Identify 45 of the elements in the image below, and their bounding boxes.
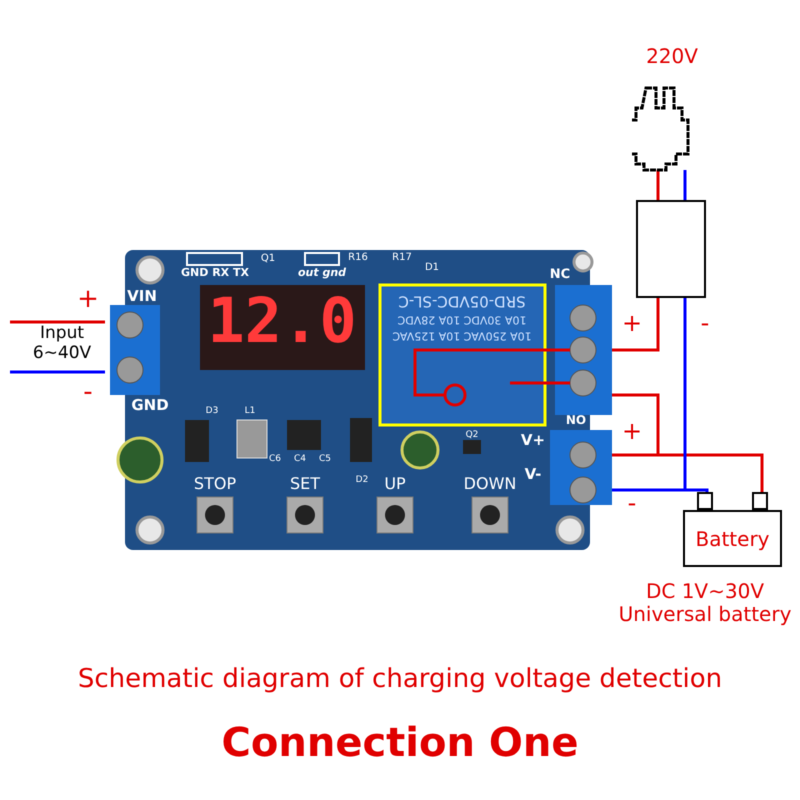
component-label: C6 bbox=[269, 454, 281, 464]
button-label: STOP bbox=[194, 475, 236, 494]
terminal-label: VIN bbox=[127, 288, 157, 306]
polarity-sign: - bbox=[83, 378, 93, 408]
terminal-label: NC bbox=[550, 268, 570, 283]
input-label: Input 6~40V bbox=[32, 324, 92, 364]
button-label: SET bbox=[290, 475, 320, 494]
component-label: L1 bbox=[244, 406, 256, 416]
charger-box bbox=[636, 200, 706, 298]
component-label: C5 bbox=[319, 454, 331, 464]
component-label: Q2 bbox=[466, 430, 478, 440]
node-label: Battery bbox=[695, 526, 770, 550]
component-label: Q1 bbox=[260, 253, 276, 264]
caption-text: 220V bbox=[646, 45, 698, 68]
wire bbox=[10, 370, 105, 374]
relay-marking: SRD-05VDC-SL-C bbox=[398, 292, 526, 310]
polarity-sign: + bbox=[77, 285, 99, 315]
button-label: UP bbox=[384, 475, 406, 494]
terminal-label: V+ bbox=[520, 432, 546, 450]
wire bbox=[684, 170, 686, 200]
terminal-label: GND bbox=[131, 397, 169, 414]
relay-marking: 10A 250VAC 10A 125VAC bbox=[392, 329, 532, 342]
wire bbox=[612, 298, 660, 352]
wire bbox=[656, 170, 660, 200]
title-text: Connection One bbox=[222, 720, 578, 766]
caption-text: DC 1V~30V Universal battery bbox=[618, 580, 792, 626]
polarity-sign: + bbox=[622, 418, 642, 446]
relay-marking: 10A 30VDC 10A 28VDC bbox=[398, 313, 526, 326]
component-label: D3 bbox=[206, 406, 218, 416]
wire bbox=[10, 320, 105, 324]
component-label: C4 bbox=[294, 454, 306, 464]
digit-display: 12.0 bbox=[207, 285, 357, 356]
component-label: D2 bbox=[356, 475, 368, 486]
component-label: R17 bbox=[392, 252, 412, 264]
pin-label: out gnd bbox=[298, 267, 346, 280]
component-label: D1 bbox=[424, 262, 440, 274]
component-label: R16 bbox=[348, 252, 368, 264]
terminal-label: NO bbox=[566, 414, 586, 428]
pin-label: GND RX TX bbox=[181, 267, 249, 280]
caption-text: Schematic diagram of charging voltage detection bbox=[78, 665, 722, 695]
button-label: DOWN bbox=[464, 475, 516, 494]
terminal-label: V- bbox=[524, 466, 542, 484]
polarity-sign: - bbox=[700, 310, 710, 338]
polarity-sign: + bbox=[622, 310, 642, 338]
polarity-sign: - bbox=[628, 490, 636, 518]
